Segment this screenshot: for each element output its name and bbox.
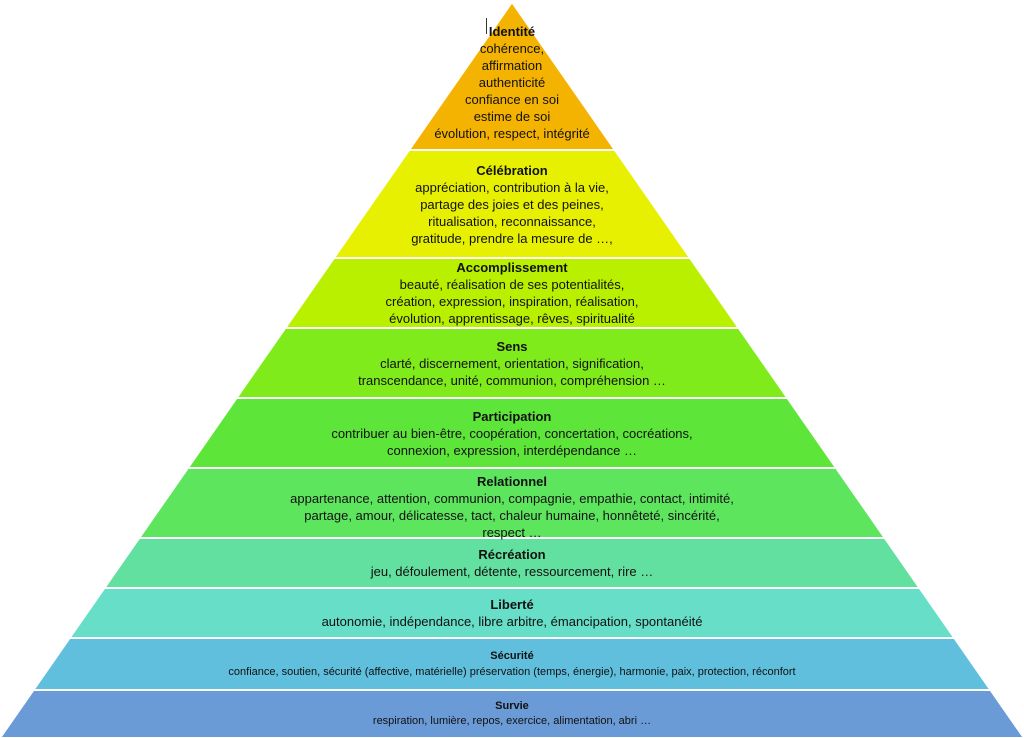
level-description-line: appartenance, attention, communion, comp… bbox=[290, 491, 734, 506]
level-description-line: confiance, soutien, sécurité (affective,… bbox=[228, 666, 796, 678]
level-description-line: partage, amour, délicatesse, tact, chale… bbox=[304, 508, 720, 523]
level-description-line: autonomie, indépendance, libre arbitre, … bbox=[321, 614, 703, 629]
level-description-line: affirmation bbox=[481, 57, 543, 73]
level-description-line: ritualisation, reconnaissance, bbox=[428, 213, 596, 229]
level-description-line: respiration, lumière, repos, exercice, a… bbox=[372, 715, 652, 727]
pyramid-level-9-band bbox=[0, 689, 1024, 738]
level-description-line: création, expression, inspiration, réali… bbox=[385, 294, 639, 309]
level-description-line: gratitude, prendre la mesure de …, bbox=[411, 230, 613, 246]
level-description-line: connexion, expression, interdépendance … bbox=[386, 442, 638, 458]
level-description-line: confiance en soi bbox=[465, 91, 559, 107]
level-description-line: appréciation, contribution à la vie, bbox=[415, 179, 609, 195]
level-description-line: estime de soi bbox=[473, 108, 551, 124]
level-description-line: évolution, respect, intégrité bbox=[434, 125, 590, 141]
level-title: Survie bbox=[495, 700, 529, 712]
pyramid-level-2: Accomplissement beauté, réalisation de se… bbox=[0, 258, 1024, 328]
level-title: Célébration bbox=[476, 162, 548, 178]
level-title: Accomplissement bbox=[456, 260, 568, 275]
pyramid-level-7: Liberté autonomie, indépendance, libre ar… bbox=[0, 588, 1024, 638]
level-description-line: jeu, défoulement, détente, ressourcement… bbox=[370, 564, 654, 579]
level-description-line: beauté, réalisation de ses potentialités… bbox=[399, 277, 625, 292]
level-title: Participation bbox=[472, 408, 552, 424]
pyramid-level-8: Sécurité confiance, soutien, sécurité (af… bbox=[0, 638, 1024, 690]
level-description-line: transcendance, unité, communion, compréh… bbox=[358, 372, 666, 388]
level-title: Sécurité bbox=[490, 650, 534, 662]
level-title: Sens bbox=[496, 338, 528, 354]
level-description-line: authenticité bbox=[478, 74, 546, 90]
pyramid-level-9: Survie respiration, lumière, repos, exerc… bbox=[0, 690, 1024, 738]
level-title: Liberté bbox=[490, 597, 534, 612]
level-description-line: clarté, discernement, orientation, signi… bbox=[380, 355, 644, 371]
level-description-line: cohérence, bbox=[479, 40, 545, 56]
level-title: Relationnel bbox=[476, 474, 548, 489]
level-description-line: respect … bbox=[482, 525, 542, 540]
pyramid-level-6: Récréation jeu, défoulement, détente, res… bbox=[0, 538, 1024, 588]
text-cursor bbox=[486, 18, 487, 34]
level-description-line: partage des joies et des peines, bbox=[420, 196, 604, 212]
level-title: Identité bbox=[488, 23, 536, 39]
level-description-line: évolution, apprentissage, rêves, spiritu… bbox=[389, 311, 635, 326]
level-title: Récréation bbox=[478, 547, 546, 562]
level-description-line: contribuer au bien-être, coopération, co… bbox=[331, 425, 693, 441]
pyramid-level-5: Relationnel appartenance, attention, comm… bbox=[0, 472, 1024, 542]
